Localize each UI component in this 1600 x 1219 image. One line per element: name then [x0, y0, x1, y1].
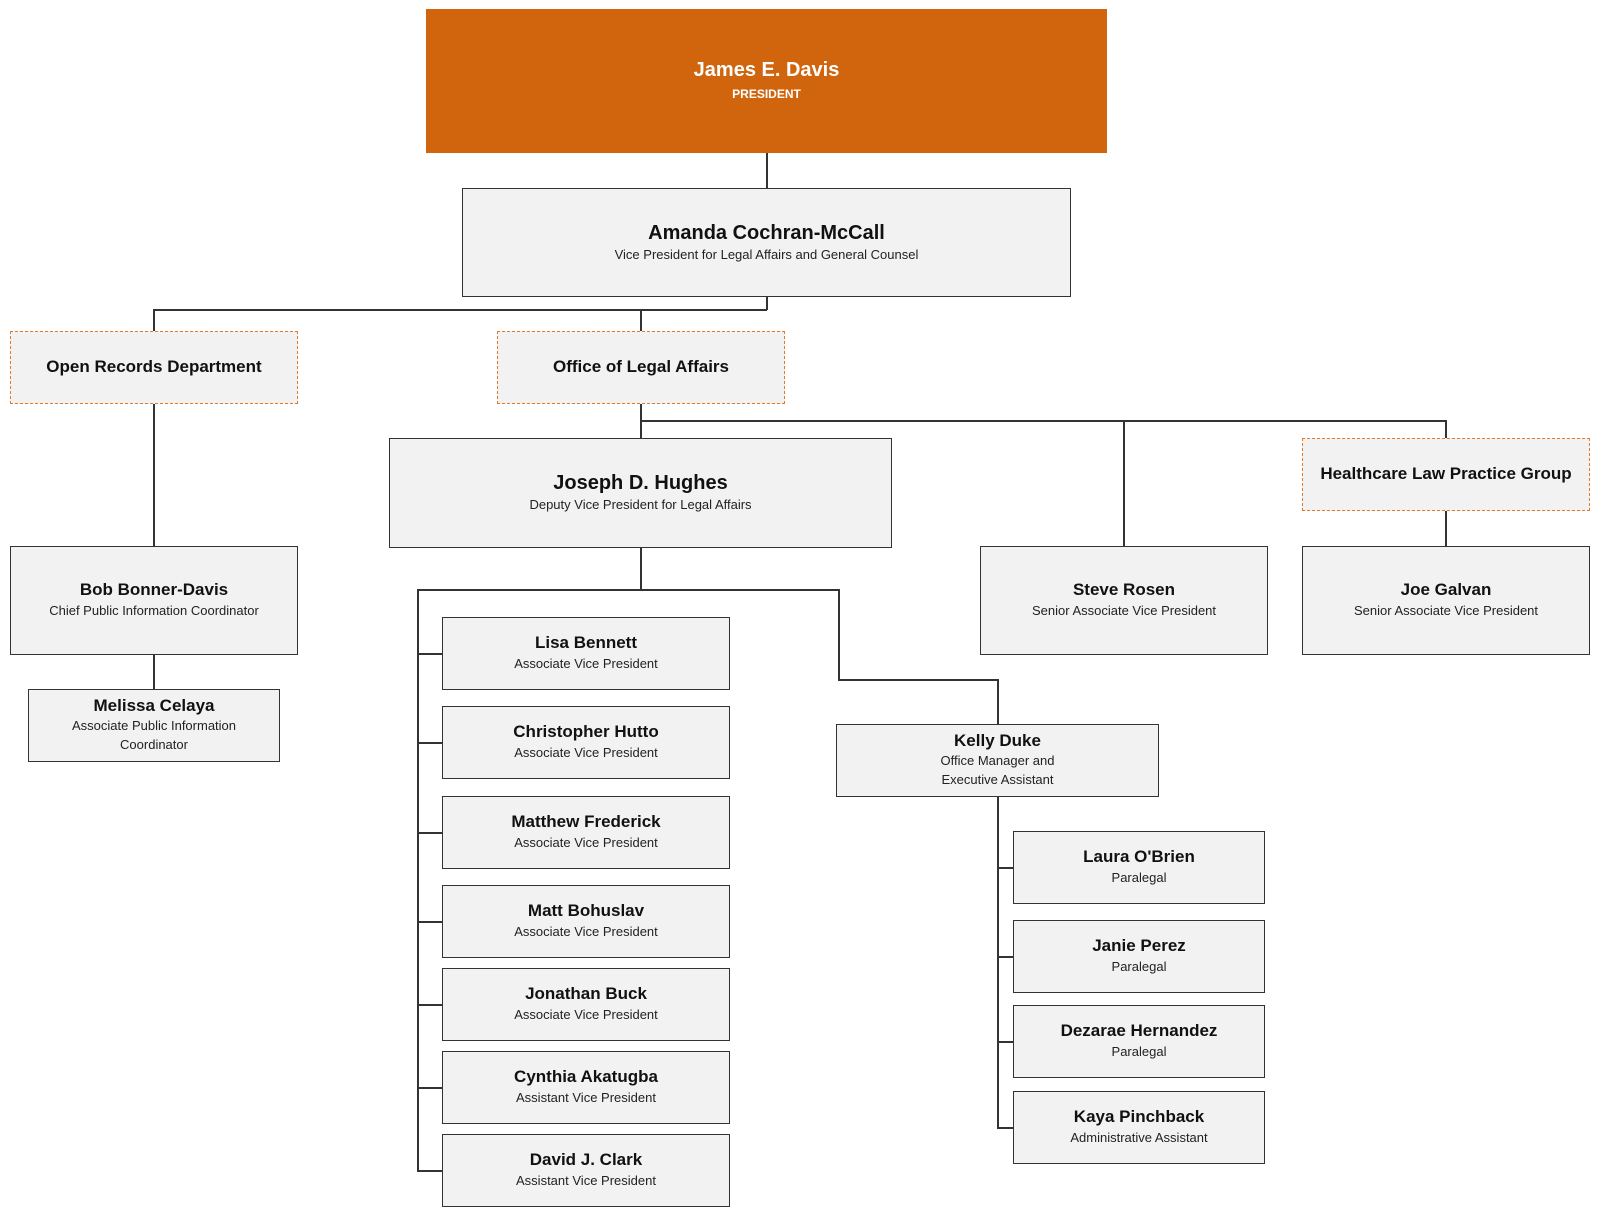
person-box: Janie Perez Paralegal: [1013, 920, 1265, 993]
connector-line: [417, 1087, 443, 1089]
person-title: Paralegal: [1111, 958, 1167, 974]
person-name: Steve Rosen: [1072, 580, 1176, 600]
person-title: Associate Vice President: [514, 834, 658, 850]
person-name: Joe Galvan: [1400, 580, 1492, 600]
person-box: Christopher Hutto Associate Vice Preside…: [442, 706, 730, 779]
person-box: Bob Bonner-Davis Chief Public Informatio…: [10, 546, 298, 655]
person-name: Matthew Frederick: [511, 812, 661, 832]
connector-line: [153, 309, 767, 311]
connector-line: [766, 152, 768, 189]
person-name: Kelly Duke: [954, 730, 1041, 750]
department-label: Open Records Department: [46, 357, 262, 377]
connector-line: [417, 653, 443, 655]
connector-line: [417, 1004, 443, 1006]
connector-line: [417, 921, 443, 923]
person-title: Administrative Assistant: [1070, 1129, 1208, 1145]
person-box: Melissa Celaya Associate Public Informat…: [28, 689, 280, 762]
connector-line: [640, 309, 642, 332]
person-box: Lisa Bennett Associate Vice President: [442, 617, 730, 690]
person-box: Steve Rosen Senior Associate Vice Presid…: [980, 546, 1268, 655]
connector-line: [1445, 510, 1447, 547]
person-title: Paralegal: [1111, 869, 1167, 885]
vp-title: Vice President for Legal Affairs and Gen…: [614, 246, 919, 262]
person-title: Paralegal: [1111, 1043, 1167, 1059]
person-box: Laura O'Brien Paralegal: [1013, 831, 1265, 904]
person-name: Melissa Celaya: [93, 695, 215, 715]
connector-line: [417, 589, 839, 591]
president-name: James E. Davis: [693, 59, 840, 82]
deputy-name: Joseph D. Hughes: [553, 472, 728, 495]
connector-line: [417, 832, 443, 834]
person-title: Associate Vice President: [514, 655, 658, 671]
connector-line: [838, 679, 998, 681]
connector-line: [1445, 420, 1447, 439]
person-box: Kaya Pinchback Administrative Assistant: [1013, 1091, 1265, 1164]
vp-name: Amanda Cochran-McCall: [648, 221, 885, 244]
person-name: Jonathan Buck: [525, 984, 647, 1004]
person-box: Dezarae Hernandez Paralegal: [1013, 1005, 1265, 1078]
connector-line: [417, 1170, 443, 1172]
person-title: Chief Public Information Coordinator: [49, 602, 259, 618]
person-name: Janie Perez: [1092, 936, 1186, 956]
connector-line: [1123, 420, 1125, 547]
connector-line: [153, 403, 155, 547]
department-label: Office of Legal Affairs: [552, 357, 729, 377]
person-title: Office Manager and Executive Assistant: [940, 753, 1055, 788]
connector-line: [997, 1041, 1014, 1043]
person-name: Dezarae Hernandez: [1060, 1021, 1218, 1041]
person-title: Assistant Vice President: [516, 1089, 656, 1105]
person-box: David J. Clark Assistant Vice President: [442, 1134, 730, 1207]
person-name: Kaya Pinchback: [1073, 1107, 1205, 1127]
person-title: Senior Associate Vice President: [1353, 602, 1539, 618]
president-title: PRESIDENT: [732, 87, 801, 102]
person-name: Christopher Hutto: [513, 722, 659, 742]
deputy-box: Joseph D. Hughes Deputy Vice President f…: [389, 438, 892, 548]
connector-line: [153, 654, 155, 690]
person-name: Lisa Bennett: [534, 633, 638, 653]
president-box: James E. Davis PRESIDENT: [426, 9, 1107, 153]
person-name: David J. Clark: [529, 1150, 643, 1170]
person-box: Cynthia Akatugba Assistant Vice Presiden…: [442, 1051, 730, 1124]
connector-line: [997, 956, 1014, 958]
person-box: Joe Galvan Senior Associate Vice Preside…: [1302, 546, 1590, 655]
department-label: Healthcare Law Practice Group: [1320, 464, 1572, 484]
connector-line: [997, 679, 999, 725]
vp-box: Amanda Cochran-McCall Vice President for…: [462, 188, 1071, 297]
office-of-legal-affairs: Office of Legal Affairs: [497, 331, 785, 404]
person-box: Jonathan Buck Associate Vice President: [442, 968, 730, 1041]
connector-line: [417, 589, 419, 1172]
person-title: Senior Associate Vice President: [1031, 602, 1217, 618]
connector-line: [997, 1127, 1014, 1129]
person-box: Matt Bohuslav Associate Vice President: [442, 885, 730, 958]
person-name: Bob Bonner-Davis: [79, 580, 229, 600]
person-name: Cynthia Akatugba: [514, 1067, 658, 1087]
deputy-title: Deputy Vice President for Legal Affairs: [529, 497, 752, 513]
person-box: Kelly Duke Office Manager and Executive …: [836, 724, 1159, 797]
person-title: Associate Vice President: [514, 744, 658, 760]
person-title: Associate Vice President: [514, 1006, 658, 1022]
person-name: Matt Bohuslav: [527, 901, 645, 921]
connector-line: [640, 420, 1446, 422]
person-title: Associate Public Information Coordinator: [71, 718, 237, 753]
connector-line: [766, 296, 768, 310]
open-records-department: Open Records Department: [10, 331, 298, 404]
connector-line: [417, 742, 443, 744]
person-name: Laura O'Brien: [1083, 847, 1195, 867]
person-title: Associate Vice President: [514, 923, 658, 939]
connector-line: [997, 867, 1014, 869]
connector-line: [997, 796, 999, 1128]
connector-line: [640, 547, 642, 590]
person-box: Matthew Frederick Associate Vice Preside…: [442, 796, 730, 869]
healthcare-law-practice-group: Healthcare Law Practice Group: [1302, 438, 1590, 511]
connector-line: [838, 589, 840, 680]
connector-line: [153, 309, 155, 332]
person-title: Assistant Vice President: [516, 1172, 656, 1188]
